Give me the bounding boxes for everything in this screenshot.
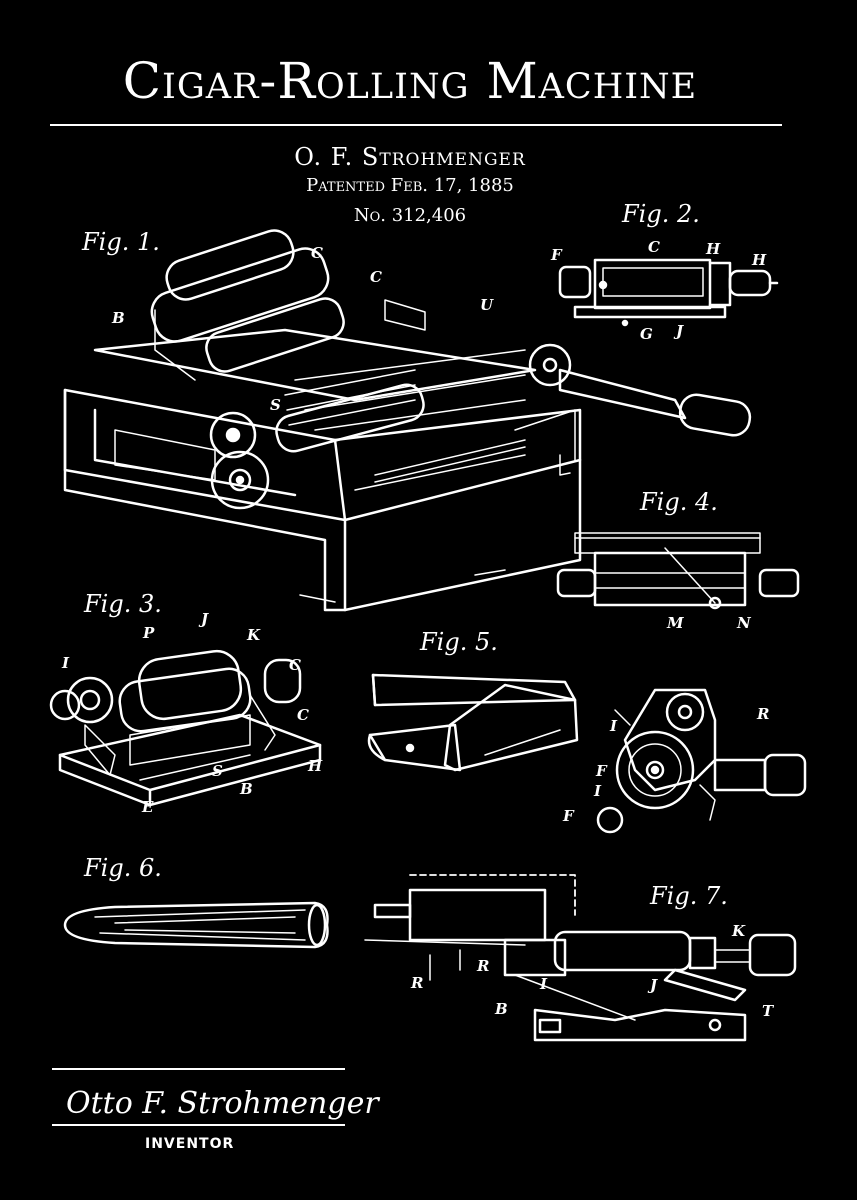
fig3-letter-s: S	[212, 762, 223, 780]
fig7-label: Fig. 7.	[650, 882, 728, 910]
fig7-drawing	[364, 874, 797, 1042]
fig2-label: Fig. 2.	[622, 200, 700, 228]
fig7-letter-t: T	[762, 1002, 774, 1020]
fig3-letter-i: I	[62, 654, 70, 672]
fig6-label: Fig. 6.	[84, 854, 162, 882]
signature-bottom-rule	[52, 1124, 345, 1126]
fig5-drawing	[367, 673, 579, 772]
fig7-letter-j: J	[650, 976, 658, 994]
fig3-letter-p: P	[143, 624, 155, 642]
inventor-signature: Otto F. Strohmenger	[66, 1086, 379, 1121]
fig1-label: Fig. 1.	[82, 228, 160, 256]
fig4-letter-n: N	[737, 614, 751, 632]
patent-date: Patented Feb. 17, 1885	[306, 175, 514, 196]
signature-top-rule	[52, 1068, 345, 1070]
fig2-letter-c: C	[648, 238, 660, 256]
fig7-letter-b: B	[495, 1000, 508, 1018]
inventor-name: O. F. Strohmenger	[294, 143, 526, 171]
fig1-letter-u: U	[480, 296, 494, 314]
page-title: Cigar-Rolling Machine	[122, 52, 698, 110]
fig4-label: Fig. 4.	[640, 488, 718, 516]
fig3-letter-h: H	[308, 757, 323, 775]
fig2-letter-g: G	[640, 325, 653, 343]
fig5-letter-i1: I	[610, 717, 618, 735]
title-divider	[50, 124, 782, 126]
fig5-letter-f1: F	[596, 762, 607, 780]
fig5-letter-f2: F	[563, 807, 574, 825]
fig1-letter-b: B	[112, 309, 125, 327]
fig7-letter-r1: R	[477, 957, 490, 975]
fig5-gear-drawing	[596, 688, 807, 834]
fig5-letter-i2: I	[594, 782, 602, 800]
fig3-letter-b: B	[240, 780, 253, 798]
fig5-label: Fig. 5.	[420, 628, 498, 656]
fig3-letter-j: J	[201, 610, 209, 628]
fig3-label: Fig. 3.	[84, 590, 162, 618]
fig2-letter-f: F	[551, 246, 562, 264]
fig1-letter-s: S	[270, 396, 281, 414]
fig5-letter-r: R	[757, 705, 770, 723]
fig3-drawing	[49, 649, 322, 807]
fig2-letter-h2: H	[752, 251, 767, 269]
fig1-drawing	[63, 229, 752, 612]
fig6-drawing	[63, 901, 329, 949]
inventor-role: INVENTOR	[145, 1136, 235, 1152]
fig3-letter-c1: C	[289, 656, 301, 674]
fig2-drawing	[558, 258, 779, 327]
fig7-letter-i: I	[540, 975, 548, 993]
fig7-letter-k: K	[732, 922, 746, 940]
fig3-letter-k: K	[247, 626, 261, 644]
fig2-letter-j: J	[676, 322, 684, 340]
fig1-letter-c1: C	[311, 244, 323, 262]
fig4-drawing	[556, 532, 800, 610]
fig2-letter-h1: H	[706, 240, 721, 258]
fig4-letter-m: M	[667, 614, 684, 632]
fig7-letter-r2: R	[411, 974, 424, 992]
fig3-letter-e: E	[142, 798, 154, 816]
fig3-letter-c2: C	[297, 706, 309, 724]
patent-number: No. 312,406	[353, 205, 467, 226]
fig1-letter-c2: C	[370, 268, 382, 286]
